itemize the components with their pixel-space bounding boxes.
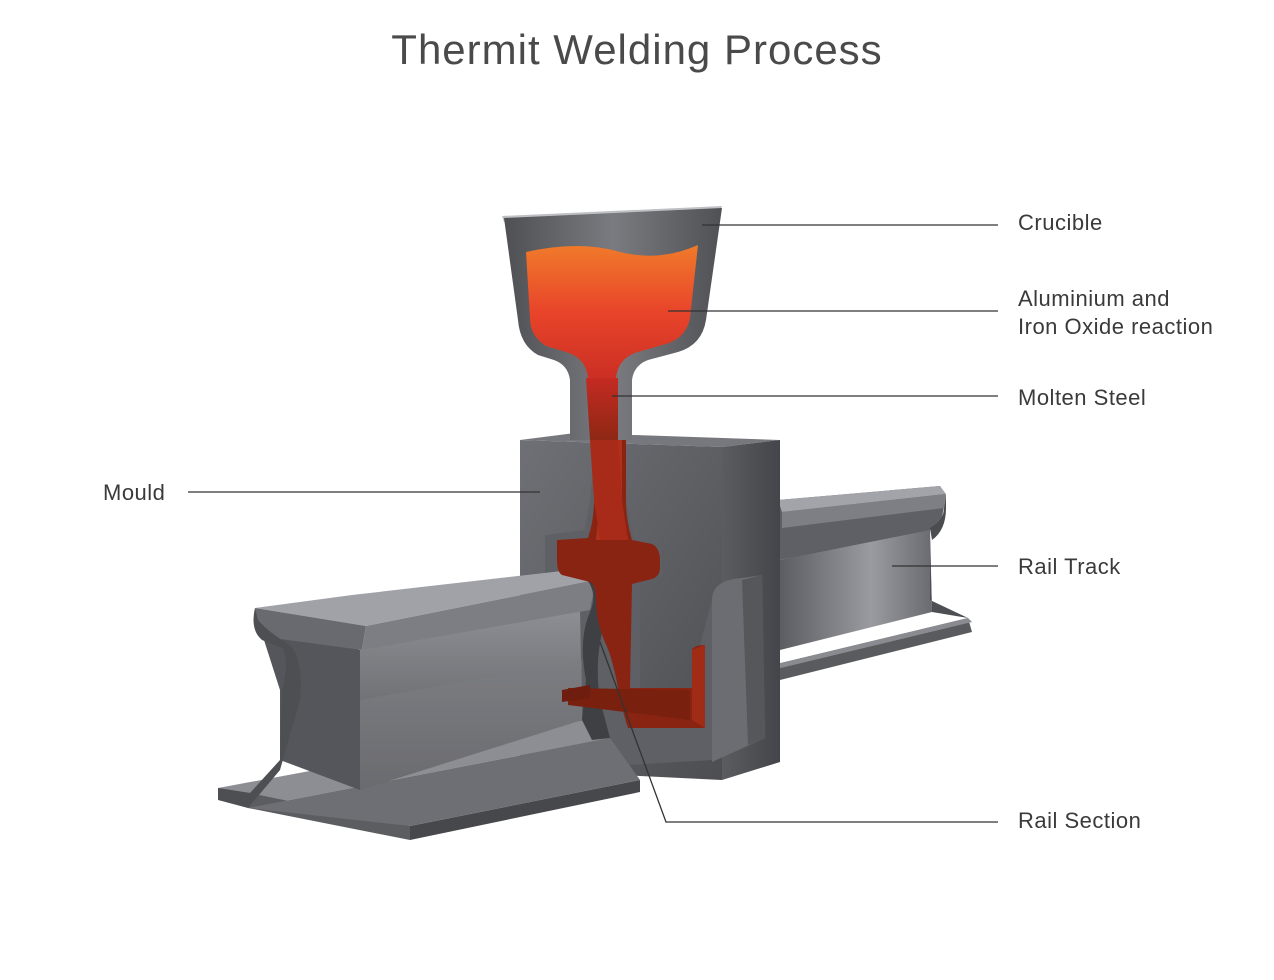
rail-track (760, 486, 972, 684)
leader-rail-section (599, 641, 998, 823)
label-reaction-line1: Aluminium and (1018, 286, 1170, 311)
label-rail-section: Rail Section (1018, 808, 1141, 833)
label-reaction-line2: Iron Oxide reaction (1018, 314, 1213, 339)
label-rail-track: Rail Track (1018, 554, 1121, 579)
label-mould: Mould (103, 480, 165, 505)
label-molten-steel: Molten Steel (1018, 385, 1146, 410)
diagram-title: Thermit Welding Process (391, 26, 883, 73)
rail-section (218, 568, 640, 840)
label-crucible: Crucible (1018, 210, 1103, 235)
crucible (502, 206, 722, 440)
molten-stream (590, 440, 628, 540)
leader-lines (188, 224, 998, 823)
